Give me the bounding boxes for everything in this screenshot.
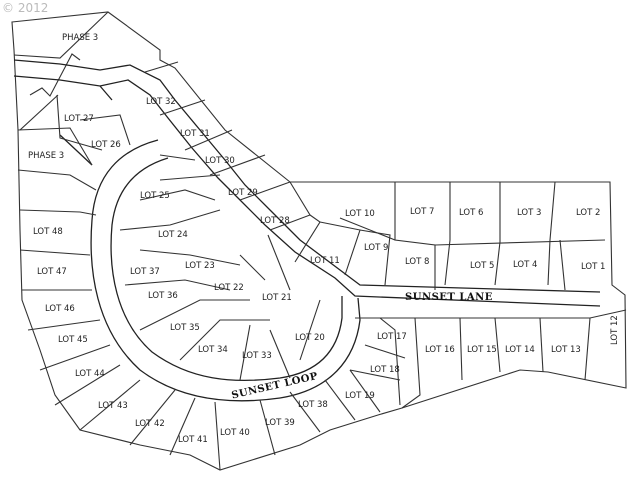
road-label-sunset-lane: SUNSET LANE: [405, 292, 493, 303]
sunset-loop-road-inner: [13, 75, 601, 307]
lot-label-1: LOT 1: [581, 262, 605, 272]
lot-label-36: LOT 36: [148, 291, 178, 301]
lot-label-10: LOT 10: [345, 209, 375, 219]
sunset-loop-curve-inner: [110, 157, 343, 382]
lot-label-35: LOT 35: [170, 323, 200, 333]
sunset-loop-connector: [59, 85, 113, 166]
phase3-top-boundary: [13, 11, 109, 59]
lot-label-14: LOT 14: [505, 345, 535, 355]
watermark: © 2012: [2, 1, 49, 15]
phase3-step-line: [29, 53, 81, 97]
sunset-loop-road-outer: [13, 59, 601, 293]
lot-label-9: LOT 9: [364, 243, 388, 253]
road-label-sunset-loop: SUNSET LOOP: [231, 371, 320, 402]
lot-labels: LOT 1 LOT 2 LOT 3 LOT 4 LOT 5 LOT 6 LOT …: [33, 97, 620, 445]
lot-label-32: LOT 32: [146, 97, 176, 107]
west-lot-lines: [17, 94, 381, 471]
lot-label-31: LOT 31: [180, 129, 210, 139]
lot-label-12: LOT 12: [610, 315, 620, 345]
lot-label-28: LOT 28: [260, 216, 290, 226]
lot-label-13: LOT 13: [551, 345, 581, 355]
lot-label-30: LOT 30: [205, 156, 235, 166]
lot-label-21: LOT 21: [262, 293, 292, 303]
lot-label-19: LOT 19: [345, 391, 375, 401]
lot-label-47: LOT 47: [37, 267, 67, 277]
lot-label-20: LOT 20: [295, 333, 325, 343]
diagonal-lot-lines: [144, 61, 311, 231]
lot-label-6: LOT 6: [459, 208, 483, 218]
lot-label-39: LOT 39: [265, 418, 295, 428]
sunset-loop-curve-outer: [90, 139, 361, 402]
lot-label-4: LOT 4: [513, 260, 537, 270]
lot-label-7: LOT 7: [410, 207, 434, 217]
lot-label-5: LOT 5: [470, 261, 494, 271]
lot-label-45: LOT 45: [58, 335, 88, 345]
lot-label-23: LOT 23: [185, 261, 215, 271]
outer-boundary: [11, 11, 627, 471]
lot-label-16: LOT 16: [425, 345, 455, 355]
lot-label-37: LOT 37: [130, 267, 160, 277]
lot-label-48: LOT 48: [33, 227, 63, 237]
lot-label-8: LOT 8: [405, 257, 429, 267]
lot-label-38: LOT 38: [298, 400, 328, 410]
east-lot-lines: [294, 181, 627, 409]
phase-label: PHASE 3: [62, 33, 98, 43]
lot-label-42: LOT 42: [135, 419, 165, 429]
lot-label-27: LOT 27: [64, 114, 94, 124]
lot-label-46: LOT 46: [45, 304, 75, 314]
lot-label-17: LOT 17: [377, 332, 407, 342]
lot-label-2: LOT 2: [576, 208, 600, 218]
lot-label-22: LOT 22: [214, 283, 244, 293]
lot-label-33: LOT 33: [242, 351, 272, 361]
phase-label: PHASE 3: [28, 151, 64, 161]
lot-label-34: LOT 34: [198, 345, 228, 355]
lot-label-18: LOT 18: [370, 365, 400, 375]
lot-label-24: LOT 24: [158, 230, 188, 240]
interior-lot-lines: [119, 154, 321, 381]
lot-label-40: LOT 40: [220, 428, 250, 438]
lot-label-43: LOT 43: [98, 401, 128, 411]
lot-label-11: LOT 11: [310, 256, 340, 266]
lot-label-3: LOT 3: [517, 208, 541, 218]
lot-label-25: LOT 25: [140, 191, 170, 201]
lot-label-41: LOT 41: [178, 435, 208, 445]
lot-label-15: LOT 15: [467, 345, 497, 355]
lot-label-29: LOT 29: [228, 188, 258, 198]
lot-label-26: LOT 26: [91, 140, 121, 150]
lot-label-44: LOT 44: [75, 369, 105, 379]
